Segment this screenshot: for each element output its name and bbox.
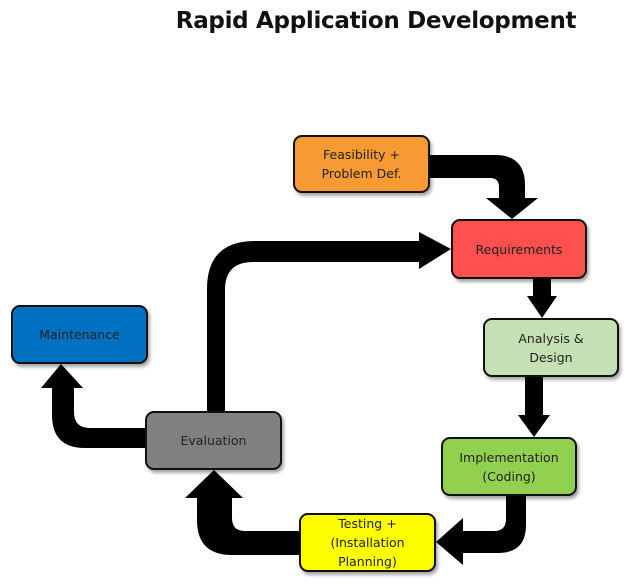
stage-analysis-label: Analysis & Design (518, 330, 584, 365)
stage-evaluation-label: Evaluation (180, 433, 247, 448)
stage-feasibility: Feasibility + Problem Def. (293, 135, 430, 193)
stage-testing-label: Testing + (Installation Planning) (330, 516, 405, 569)
arrow-implementation-to-testing (436, 496, 526, 565)
stage-testing: Testing + (Installation Planning) (299, 513, 436, 572)
stage-requirements-label: Requirements (475, 241, 563, 257)
arrow-testing-to-evaluation (185, 470, 299, 555)
stage-feasibility-label: Feasibility + Problem Def. (321, 147, 402, 181)
stage-implementation-label: Implementation (Coding) (459, 449, 559, 484)
diagram-title: Rapid Application Development (175, 8, 577, 34)
arrow-evaluation-to-requirements (207, 232, 451, 411)
stage-implementation: Implementation (Coding) (441, 437, 577, 496)
arrow-feasibility-to-requirements (430, 155, 538, 219)
stage-requirements: Requirements (451, 219, 587, 279)
arrow-requirements-to-analysis (527, 279, 557, 318)
stage-evaluation: Evaluation (145, 411, 282, 470)
arrow-evaluation-to-maintenance (41, 364, 145, 448)
stage-analysis-design: Analysis & Design (483, 318, 619, 377)
stage-maintenance: Maintenance (11, 305, 148, 364)
arrow-analysis-to-implementation (518, 377, 550, 437)
stage-maintenance-label: Maintenance (39, 327, 120, 342)
